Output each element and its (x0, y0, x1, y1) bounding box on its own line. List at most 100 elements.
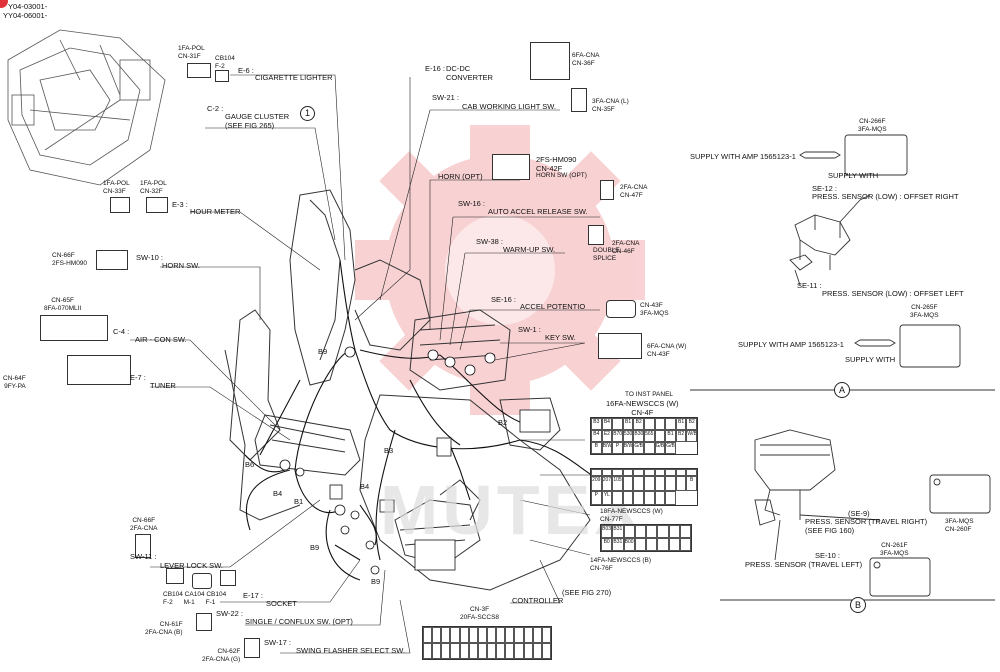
sw1-name: KEY SW. (545, 333, 576, 342)
e3-id: E-3 : (172, 200, 188, 209)
supply-a1: SUPPLY WITH AMP 1565123-1 (690, 152, 796, 161)
se16-name: ACCEL POTENTIO (520, 302, 586, 311)
cn4f-pin: B2 (633, 418, 644, 430)
cn66f-low-connector (135, 534, 151, 558)
e16-name: DC-DC CONVERTER (446, 64, 493, 82)
b9c-label: B9 (371, 577, 381, 586)
cn62f-label: CN-62F 2FA-CNA (G) (202, 648, 241, 663)
cb104-f2-connector (166, 568, 184, 584)
controller-ref: (SEE FIG 270) (562, 588, 612, 597)
sw1-id: SW-1 : (518, 325, 541, 334)
cn42f-note: HORN SW (OPT) (536, 172, 587, 179)
horn-opt-label: HORN (OPT) (438, 172, 483, 181)
cn3f-label: CN-3F 20FA-SCCS8 (460, 606, 500, 621)
cn4f-pin: G/B (654, 442, 666, 454)
cn35f-label: 3FA-CNA (L) CN-35F (592, 98, 629, 113)
wiring-harness (244, 259, 601, 581)
cn4f-pin (654, 430, 666, 442)
sw17-id: SW-17 : (264, 638, 291, 647)
e3-name: HOUR METER (190, 207, 241, 216)
cn3f-pin (441, 627, 451, 643)
b9-label: B9 (318, 347, 328, 356)
se10-name: PRESS. SENSOR (TRAVEL LEFT) (745, 560, 863, 569)
cn77f-pin (644, 476, 655, 491)
e7-name: TUNER (150, 381, 176, 390)
cn4f-pin: B1 (665, 430, 676, 442)
cn3f-pin (459, 627, 469, 643)
cn76f-pin (679, 525, 691, 538)
section-b-marker: B (850, 597, 866, 613)
cn77f-label: 18FA-NEWSCCS (W) CN-77F (600, 508, 663, 523)
cn4f-pin: E2 (601, 430, 613, 442)
cn3f-pin (468, 627, 478, 643)
section-b (720, 429, 995, 601)
section-a-marker: A (834, 382, 850, 398)
cn3f-pin (423, 643, 433, 659)
cn43f-b-label: 6FA-CNA (W) CN-43F (647, 343, 687, 358)
cn3f-connector (422, 626, 552, 660)
cn4f-pin: B1 (622, 418, 634, 430)
cn4f-pin: G/BL (665, 442, 676, 454)
cn3f-pin (532, 627, 542, 643)
cn4f-pin: B/W (601, 442, 613, 454)
cn77f-pin (622, 476, 634, 491)
cn3f-pin (541, 643, 551, 659)
cn47f-label: 2FA-CNA CN-47F (620, 184, 648, 199)
supply-a2: SUPPLY WITH AMP 1565123-1 (738, 340, 844, 349)
cn76f-pin: B0 (601, 538, 613, 551)
sw16-id: SW-16 : (458, 199, 485, 208)
cn76f-pin: B31 (612, 525, 624, 538)
cb104-label: CB104 F-2 (215, 55, 235, 70)
sw21-id: SW-21 : (432, 93, 459, 102)
cn4f-pin: G/B (633, 442, 644, 454)
cn65f-label: CN-65F 8FA-070MLII (44, 297, 82, 312)
leader-lines (130, 74, 600, 654)
cn3f-pin (459, 643, 469, 659)
cn61f-connector (196, 613, 212, 631)
sw21-name: CAB WORKING LIGHT SW. (462, 102, 557, 111)
serial-line-2: YY04-06001- (3, 11, 48, 20)
cn265f-label: CN-265F 3FA-MQS (910, 304, 939, 319)
cn77f-pin: YL (601, 490, 613, 505)
cn4f-pin: B4 (601, 418, 613, 430)
sw16-name: AUTO ACCEL RELEASE SW. (488, 207, 588, 216)
b6-label: B6 (245, 460, 255, 469)
cn31f-connector (187, 63, 211, 78)
cn3f-pin (505, 643, 515, 659)
cn31f-label: 1FA-POL CN-31F (178, 45, 205, 60)
cn3f-pin (505, 627, 515, 643)
cn77f-pin (644, 490, 655, 505)
cn77f-pin: P (591, 490, 602, 505)
e16-id: E-16 : (425, 64, 446, 73)
machine-thumbnail (7, 29, 166, 186)
ca104-connector (192, 573, 212, 589)
cn4f-pin: B/W (622, 442, 634, 454)
cn76f-pin (646, 538, 658, 551)
cn33f-connector (110, 197, 130, 213)
cn76f-pin (668, 525, 680, 538)
cn3f-pin (514, 627, 524, 643)
cn77f-pin (675, 469, 687, 477)
cn32f-connector (146, 197, 168, 213)
cn76f-pin: B00 (623, 538, 635, 551)
cb104-row-label: CB104 CA104 CB104 F-2 M-1 F-1 (163, 591, 227, 606)
b1-label: B1 (294, 497, 304, 506)
sw38-name: WARM-UP SW. (503, 245, 556, 254)
cn3f-pin (523, 643, 533, 659)
sw22-id: SW-22 : (216, 609, 243, 618)
cn4f-pin: B1 (675, 418, 687, 430)
double-splice-label: DOUBLE SPLICE (593, 247, 620, 262)
cn77f-pin (612, 490, 623, 505)
cn3f-pin (496, 643, 506, 659)
cn64f-label: CN-64F 9FY-PA (3, 375, 26, 390)
se9-name: PRESS. SENSOR (TRAVEL RIGHT) (SEE FIG 16… (805, 517, 928, 535)
cn4f-pin (644, 418, 655, 430)
cn4f-pin: B4 (591, 430, 602, 442)
cn3f-pin (532, 643, 542, 659)
cn76f-pin (634, 525, 646, 538)
cn3f-pin (450, 627, 460, 643)
cn4f-pin: W/B (686, 430, 697, 442)
se12-id: SE-12 : (812, 184, 838, 193)
cn33f-label: 1FA-POL CN-33F (103, 180, 130, 195)
